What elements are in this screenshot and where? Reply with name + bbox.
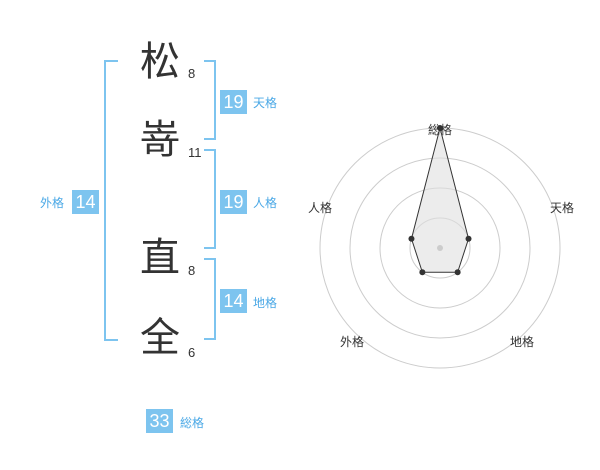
- soukaku-label: 総格: [180, 416, 205, 430]
- stroke-count-4: 6: [188, 345, 196, 360]
- radar-axis-soukaku: 総格: [428, 123, 453, 137]
- radar-point-1: [437, 125, 443, 131]
- radar-point-3: [454, 269, 461, 276]
- radar-points: [408, 125, 472, 276]
- radar-axis-tenkaku: 天格: [550, 201, 575, 215]
- radar-axis-jinkaku: 人格: [308, 201, 333, 215]
- radar-polygon: [410, 127, 470, 273]
- name-char-4: 全: [140, 315, 180, 361]
- soukaku-value: 33: [146, 409, 173, 433]
- name-char-2: 嵜: [140, 117, 180, 163]
- gaikaku-label: 外格: [40, 196, 65, 210]
- radar-point-4: [419, 269, 426, 276]
- chikaku-bracket: [204, 258, 216, 340]
- name-char-3: 直: [140, 235, 180, 281]
- gaikaku-value: 14: [72, 190, 99, 214]
- tenkaku-value: 19: [220, 90, 247, 114]
- radar-point-5: [408, 235, 415, 242]
- gaikaku-bracket: [104, 60, 118, 341]
- name-char-1: 松: [140, 39, 180, 85]
- stroke-count-2: 11: [188, 145, 202, 160]
- jinkaku-label: 人格: [253, 196, 278, 210]
- radar-center-dot: [437, 245, 443, 251]
- radar-point-2: [465, 235, 472, 242]
- chikaku-value: 14: [220, 289, 247, 313]
- chikaku-label: 地格: [253, 296, 278, 310]
- radar-axis-chikaku: 地格: [510, 335, 535, 349]
- jinkaku-value: 19: [220, 190, 247, 214]
- tenkaku-bracket: [204, 60, 216, 140]
- tenkaku-label: 天格: [253, 96, 278, 110]
- jinkaku-bracket: [204, 149, 216, 249]
- stroke-count-1: 8: [188, 66, 196, 81]
- radar-axis-gaikaku: 外格: [340, 335, 365, 349]
- stroke-count-3: 8: [188, 263, 196, 278]
